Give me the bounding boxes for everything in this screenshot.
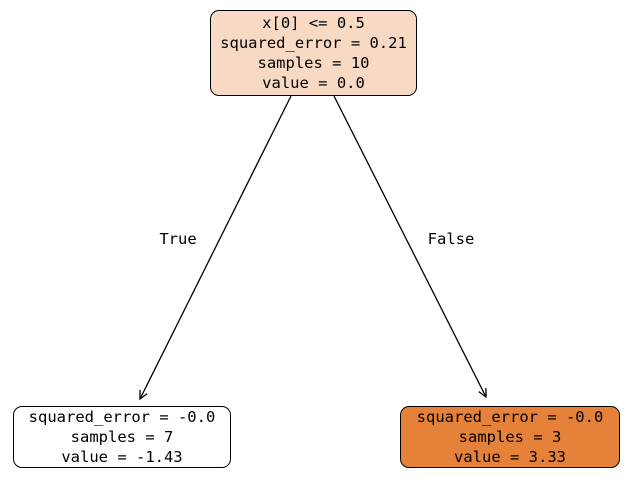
root-node: x[0] <= 0.5 squared_error = 0.21 samples… <box>210 10 417 96</box>
left-leaf-value: value = -1.43 <box>61 448 183 466</box>
left-leaf-squared-error: squared_error = -0.0 <box>28 408 216 426</box>
left-leaf-node: squared_error = -0.0 samples = 7 value =… <box>13 406 231 468</box>
edge-false-arrow <box>333 95 486 397</box>
root-node-split-rule: x[0] <= 0.5 <box>262 14 365 32</box>
right-leaf-squared-error: squared_error = -0.0 <box>416 408 604 426</box>
edge-label-false: False <box>427 230 475 248</box>
root-node-samples: samples = 10 <box>257 54 370 72</box>
right-leaf-value: value = 3.33 <box>454 448 566 466</box>
right-leaf-samples: samples = 3 <box>458 428 562 446</box>
left-leaf-samples: samples = 7 <box>70 428 174 446</box>
root-node-squared-error: squared_error = 0.21 <box>220 34 407 52</box>
edge-label-true: True <box>159 230 197 248</box>
root-node-value: value = 0.0 <box>262 74 365 92</box>
right-leaf-node: squared_error = -0.0 samples = 3 value =… <box>400 406 620 468</box>
edge-true-arrow <box>140 95 292 399</box>
